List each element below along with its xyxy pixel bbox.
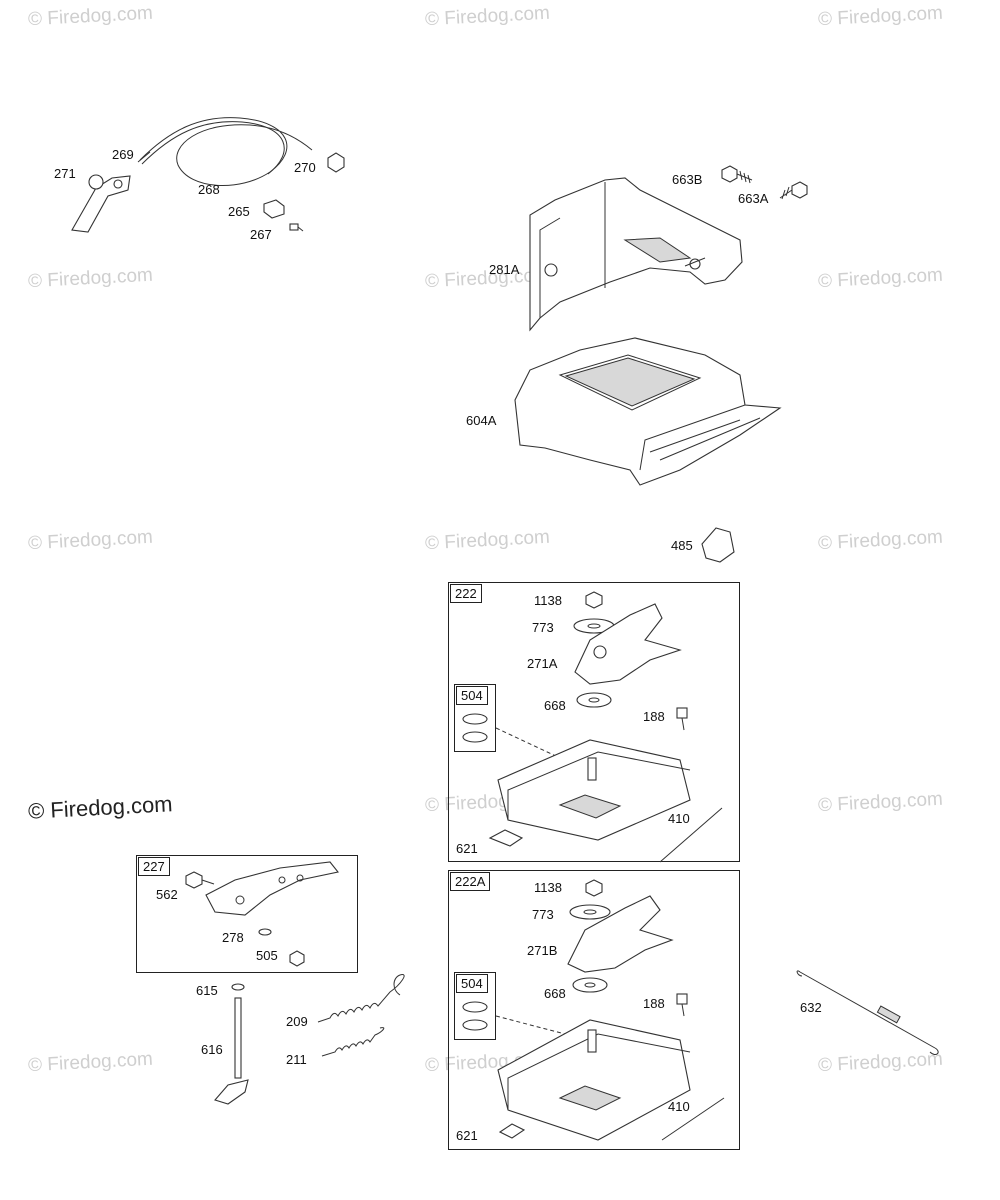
spring-209-icon: [317, 974, 405, 1023]
cable-268-icon: [137, 117, 313, 187]
part-label-562: 562: [156, 887, 178, 902]
control-lever-271-icon: [71, 174, 131, 233]
part-label-410: 410: [668, 1099, 690, 1114]
part-label-1138: 1138: [534, 593, 562, 608]
group-504-bottom-frame: [454, 972, 496, 1040]
group-222a-parts: [462, 879, 725, 1141]
part-label-632: 632: [800, 1000, 822, 1015]
part-label-773: 773: [532, 907, 554, 922]
part-label-271b: 271B: [527, 943, 558, 958]
group-label-227: 227: [138, 857, 170, 876]
part-label-188: 188: [643, 996, 665, 1011]
part-label-663b: 663B: [672, 172, 703, 187]
link-632-icon: [796, 970, 939, 1055]
part-label-271a: 271A: [527, 656, 558, 671]
part-label-281a: 281A: [489, 262, 520, 277]
part-label-604a: 604A: [466, 413, 497, 428]
bolt-663a-icon: [779, 181, 808, 200]
part-label-668: 668: [544, 986, 566, 1001]
clamp-265-icon: [263, 199, 285, 219]
group-label-222a: 222A: [450, 872, 491, 891]
part-label-268: 268: [198, 182, 220, 197]
part-label-668: 668: [544, 698, 566, 713]
clip-485-icon: [701, 527, 735, 563]
part-label-621: 621: [456, 1128, 478, 1143]
part-label-1138: 1138: [534, 880, 562, 895]
group-222a-frame: [448, 870, 740, 1150]
part-label-505: 505: [256, 948, 278, 963]
part-label-278: 278: [222, 930, 244, 945]
group-222-frame: [448, 582, 740, 862]
part-label-269: 269: [112, 147, 134, 162]
part-label-188: 188: [643, 709, 665, 724]
part-label-265: 265: [228, 204, 250, 219]
part-label-410: 410: [668, 811, 690, 826]
shaft-616-icon: [214, 983, 249, 1105]
spring-211-icon: [321, 1027, 385, 1057]
part-label-211: 211: [286, 1052, 307, 1067]
group-227-parts: [185, 861, 339, 967]
group-label-504-top: 504: [456, 686, 488, 705]
screw-267-icon: [289, 223, 304, 232]
nut-270-icon: [327, 152, 345, 173]
part-label-267: 267: [250, 227, 272, 242]
group-label-504-bottom: 504: [456, 974, 488, 993]
part-label-621: 621: [456, 841, 478, 856]
part-label-270: 270: [294, 160, 316, 175]
part-label-773: 773: [532, 620, 554, 635]
group-504-top-frame: [454, 684, 496, 752]
part-label-485: 485: [671, 538, 693, 553]
group-227-frame: [136, 855, 358, 973]
bolt-663b-icon: [721, 165, 753, 184]
part-label-271: 271: [54, 166, 76, 181]
part-label-615: 615: [196, 983, 218, 998]
group-222-parts: [462, 591, 723, 863]
part-label-616: 616: [201, 1042, 223, 1057]
part-label-209: 209: [286, 1014, 308, 1029]
bracket-281a-icon: [529, 177, 743, 332]
part-label-663a: 663A: [738, 191, 769, 206]
group-label-222: 222: [450, 584, 482, 603]
cover-604a-icon: [514, 337, 782, 486]
